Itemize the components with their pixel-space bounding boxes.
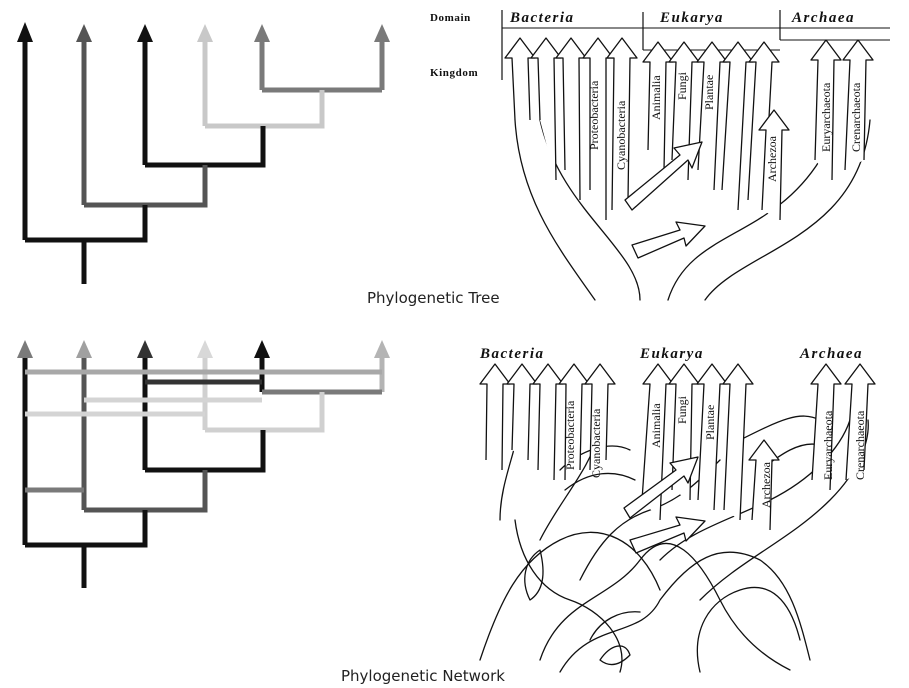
web-domain-bacteria-label: Bacteria bbox=[479, 346, 545, 362]
web-domain-archaea-label: Archaea bbox=[799, 346, 863, 362]
web-root-6 bbox=[697, 587, 800, 672]
web-loop-2 bbox=[525, 550, 543, 600]
web-kingdom-animalia: Animalia bbox=[649, 403, 663, 448]
tree-of-life-diagram: Domain Kingdom Bacteria Eukarya Archaea … bbox=[430, 10, 890, 300]
web-eukarya-arrow-4 bbox=[723, 364, 753, 520]
net-branch-root-join bbox=[25, 510, 145, 545]
domain-bacteria-label: Bacteria bbox=[509, 10, 575, 26]
web-kingdom-archezoa: Archezoa bbox=[759, 461, 773, 508]
kingdom-proteobacteria: Proteobacteria bbox=[587, 80, 601, 150]
web-loop bbox=[600, 646, 630, 665]
net-arrowhead-4 bbox=[197, 340, 213, 358]
web-root-4 bbox=[515, 520, 622, 672]
network-cladogram bbox=[17, 340, 390, 588]
web-domain-eukarya-label: Eukarya bbox=[639, 346, 704, 362]
bacteria-arrow-3 bbox=[556, 38, 586, 200]
kingdom-plantae: Plantae bbox=[702, 75, 716, 110]
domain-eukarya-label: Eukarya bbox=[659, 10, 724, 26]
row-label-domain: Domain bbox=[430, 12, 471, 24]
net-arrowhead-6 bbox=[374, 340, 390, 358]
web-root-3 bbox=[480, 532, 660, 660]
web-bacteria-arrow-2 bbox=[507, 364, 537, 460]
tree-branch-23456 bbox=[84, 165, 205, 205]
tree-cladogram bbox=[17, 22, 390, 284]
web-bacteria-arrow-3 bbox=[533, 364, 563, 480]
eukarya-arrow-3 bbox=[697, 42, 727, 190]
tree-branch-root-join bbox=[25, 205, 145, 240]
caption-phylogenetic-tree: Phylogenetic Tree bbox=[367, 289, 500, 307]
web-kingdom-proteobacteria: Proteobacteria bbox=[563, 400, 577, 470]
tree-arrowhead-3 bbox=[137, 24, 153, 42]
kingdom-archezoa: Archezoa bbox=[765, 135, 779, 182]
net-arrowhead-3 bbox=[137, 340, 153, 358]
bacteria-arrow-2 bbox=[531, 38, 561, 180]
web-root-2 bbox=[560, 552, 810, 672]
kingdom-fungi: Fungi bbox=[675, 71, 689, 100]
web-rungs-right bbox=[740, 416, 820, 470]
kingdom-cyanobacteria: Cyanobacteria bbox=[614, 100, 628, 170]
tree-branch-456 bbox=[205, 90, 322, 126]
row-label-kingdom: Kingdom bbox=[430, 67, 478, 79]
endosymbiosis-arrow-lower bbox=[632, 222, 705, 258]
tree-arrowhead-5 bbox=[254, 24, 270, 42]
net-branch-3456 bbox=[145, 430, 263, 470]
tree-branch-3456 bbox=[145, 126, 263, 165]
kingdom-crenarchaeota: Crenarchaeota bbox=[849, 82, 863, 152]
net-arrowhead-1 bbox=[17, 340, 33, 358]
web-kingdom-cyanobacteria: Cyanobacteria bbox=[589, 408, 603, 478]
kingdom-euryarchaeota: Euryarchaeota bbox=[819, 82, 833, 152]
tree-arrowhead-4 bbox=[197, 24, 213, 42]
net-arrowhead-5 bbox=[254, 340, 270, 358]
web-kingdom-crenarchaeota: Crenarchaeota bbox=[853, 410, 867, 480]
domain-archaea-label: Archaea bbox=[791, 10, 855, 26]
tree-arrowhead-1 bbox=[17, 22, 33, 42]
web-kingdom-euryarchaeota: Euryarchaeota bbox=[821, 410, 835, 480]
web-bacteria-arrow-1 bbox=[480, 364, 510, 470]
caption-phylogenetic-network: Phylogenetic Network bbox=[341, 667, 505, 685]
tree-arrowhead-2 bbox=[76, 24, 92, 42]
bacteria-arrow-1 bbox=[505, 38, 535, 120]
net-branch-23456 bbox=[84, 470, 205, 510]
net-arrowhead-2 bbox=[76, 340, 92, 358]
web-kingdom-fungi: Fungi bbox=[675, 395, 689, 424]
web-kingdom-plantae: Plantae bbox=[703, 405, 717, 440]
tree-arrowhead-6 bbox=[374, 24, 390, 42]
kingdom-animalia: Animalia bbox=[649, 75, 663, 120]
web-of-life-diagram: Bacteria Eukarya Archaea Proteobacteria … bbox=[479, 346, 875, 672]
